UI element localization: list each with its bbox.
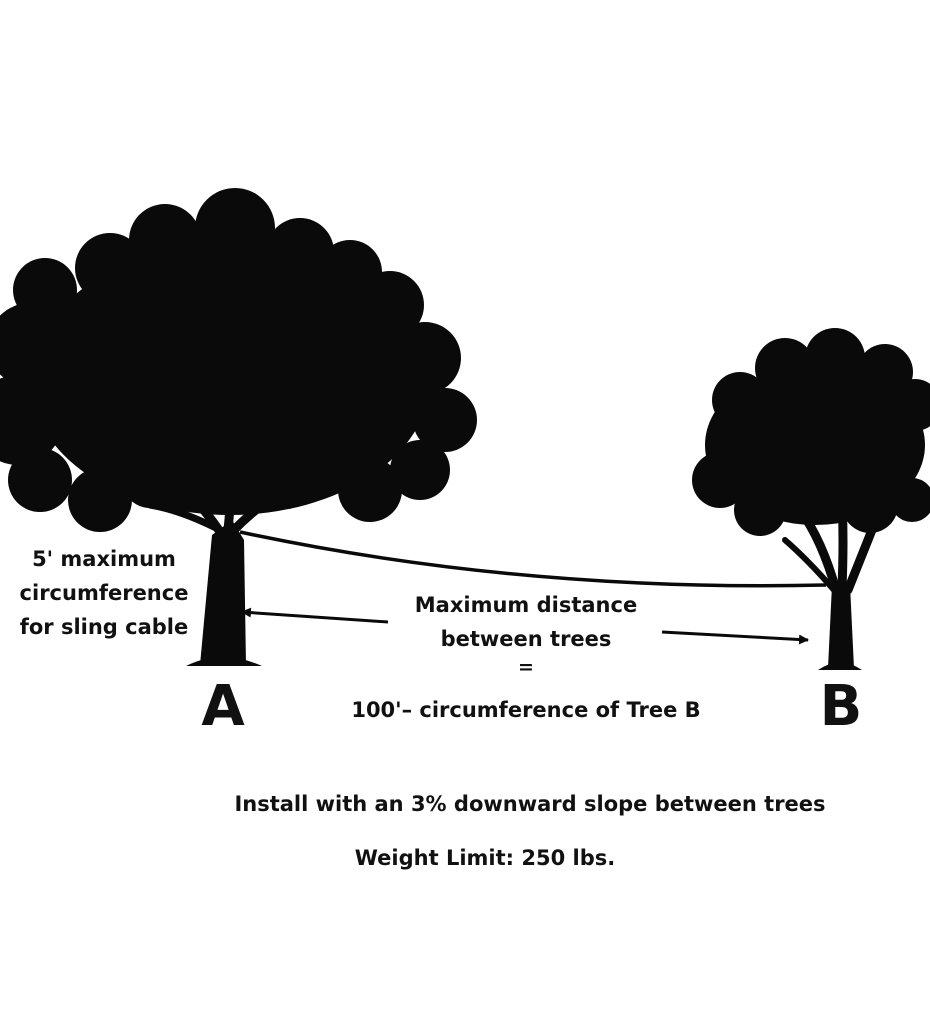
distance-label-line-2: between trees [440,627,612,651]
distance-label-line-1: Maximum distance [414,593,638,617]
distance-arrow-right [661,630,809,645]
slope-note: Install with an 3% downward slope betwee… [234,792,826,816]
tree-b-label: B [819,674,863,739]
tree-a-silhouette [0,188,477,666]
circumference-note: 5' maximum circumference for sling cable [4,542,204,644]
circumference-line-3: for sling cable [19,615,189,639]
distance-arrow-left [241,607,389,624]
tree-b-silhouette [692,328,930,670]
weight-limit: Weight Limit: 250 lbs. [354,846,616,870]
distance-equals: = [518,656,534,678]
tree-a-label: A [201,674,245,739]
circumference-line-2: circumference [19,581,189,605]
distance-formula: 100'– circumference of Tree B [351,698,701,722]
sling-cable [239,530,827,588]
circumference-line-1: 5' maximum [32,547,176,571]
